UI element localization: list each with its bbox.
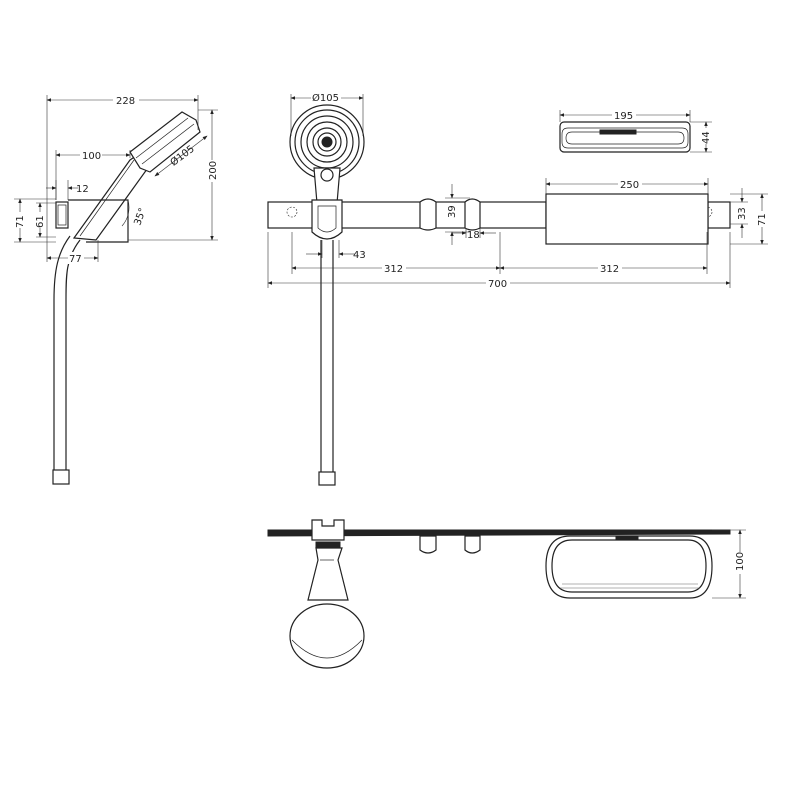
top-knob-right [464,535,481,554]
dim-front-71: 71 [757,213,768,226]
top-holder [311,519,345,541]
front-shelf [545,193,709,245]
top-shower-head [289,603,365,669]
top-shelf [545,535,713,599]
dim-front-33: 33 [737,207,748,220]
side-hose-end [52,469,70,485]
side-head [129,111,201,173]
top-knob-left [419,535,437,554]
front-mount-left [286,206,298,218]
dim-side-77: 77 [69,254,82,265]
dim-front-250: 250 [620,180,639,191]
dim-side-12: 12 [76,184,89,195]
dim-front-700: 700 [488,279,507,290]
front-rail [267,201,547,229]
dim-front-39: 39 [447,205,458,218]
shelf-detail: 195 44 [559,109,712,153]
front-knob-left [419,198,437,231]
top-handle [307,547,349,601]
top-view: 100 [267,519,746,669]
dim-front-18: 18 [467,230,480,241]
top-shelf-logo [615,535,639,541]
dim-side-61: 61 [35,215,46,228]
dim-top-100: 100 [735,552,746,571]
dim-front-d105: Ø105 [312,92,339,104]
front-hose-end [318,471,336,486]
shelf-detail-logo [599,129,637,135]
dim-side-228: 228 [116,96,135,107]
front-knob-right [464,198,481,231]
dim-front-312-right: 312 [600,264,619,275]
top-rail [267,529,731,537]
dim-front-43: 43 [353,250,366,261]
side-holder [68,199,129,243]
front-view: Ø105 39 18 43 312 312 [267,91,768,486]
dim-shelf-44: 44 [701,131,712,144]
side-hose [53,235,71,470]
top-holder-clip [315,541,341,549]
shelf-detail-body [559,121,691,153]
side-view: 228 100 Ø105 200 12 71 61 [14,94,219,485]
dim-front-312-left: 312 [384,264,403,275]
dim-side-angle: 35° [132,207,148,227]
dim-side-200: 200 [208,161,219,180]
dim-side-100: 100 [82,151,101,162]
front-rail-end [707,201,731,229]
dim-shelf-195: 195 [614,111,633,122]
side-rail-block [55,201,69,229]
dim-side-71: 71 [15,215,26,228]
